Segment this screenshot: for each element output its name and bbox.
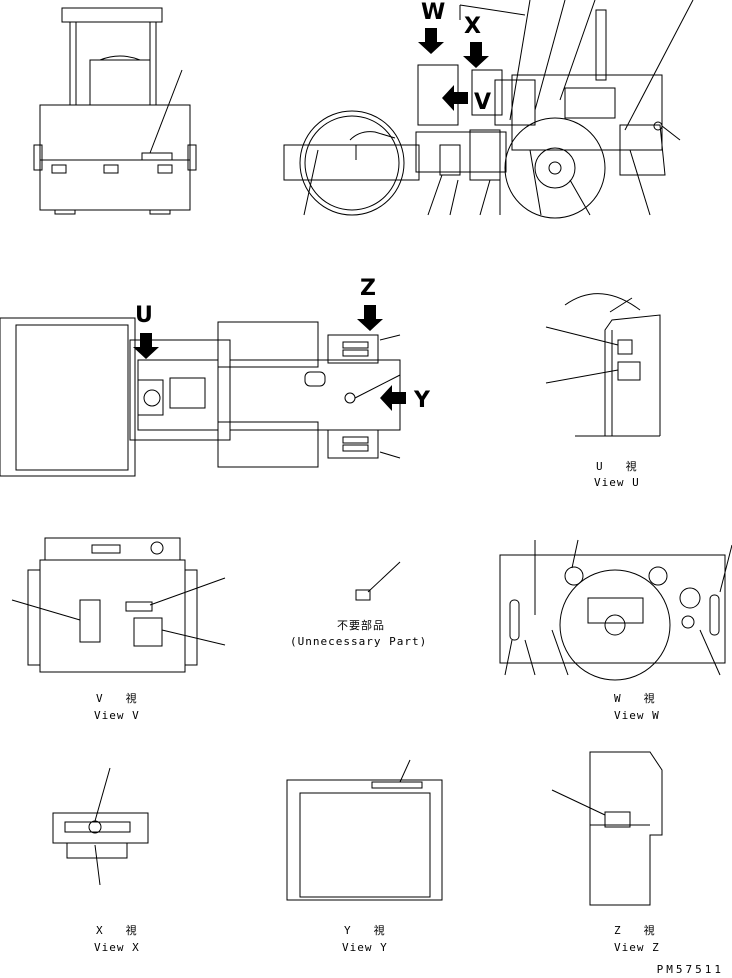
view-w-drawing [500, 540, 732, 680]
arrow-w-icon [418, 28, 444, 54]
arrow-label-y: Y [414, 388, 430, 413]
view-y-caption-jp: Y 視 [344, 924, 391, 937]
part-number: PM57511 [656, 963, 724, 976]
view-u-drawing [546, 294, 660, 436]
arrow-u-icon [133, 333, 159, 359]
view-x-caption-en: View X [94, 941, 140, 954]
side-view-arrows [418, 28, 489, 111]
arrow-label-v: V [474, 90, 492, 115]
view-z-drawing [552, 752, 662, 905]
view-y-caption-en: View Y [342, 941, 388, 954]
view-u-caption-en: View U [594, 476, 640, 489]
view-x-drawing [53, 768, 148, 885]
view-u-caption-jp: U 視 [596, 460, 643, 473]
arrow-label-u: U [135, 303, 153, 328]
top-view [0, 318, 400, 476]
view-y-drawing [287, 760, 442, 900]
arrow-y-icon [380, 385, 406, 411]
legend-jp: 不要部品 [337, 619, 385, 632]
front-view [34, 8, 196, 214]
legend-graphic [356, 562, 400, 600]
view-v-caption-en: View V [94, 709, 140, 722]
top-view-arrows [133, 305, 406, 411]
legend-en: (Unnecessary Part) [290, 635, 428, 648]
arrow-label-w: W [421, 0, 446, 25]
view-w-caption-jp: W 視 [614, 692, 661, 705]
view-z-caption-en: View Z [614, 941, 660, 954]
view-w-caption-en: View W [614, 709, 660, 722]
arrow-v-icon [442, 85, 468, 111]
view-v-caption-jp: V 視 [96, 692, 143, 705]
arrow-z-icon [357, 305, 383, 331]
arrow-x-icon [463, 42, 489, 68]
side-view [284, 0, 693, 218]
view-x-caption-jp: X 視 [96, 924, 143, 937]
view-z-caption-jp: Z 視 [614, 924, 661, 937]
arrow-label-x: X [464, 14, 481, 39]
view-v-drawing [12, 538, 225, 672]
arrow-label-z: Z [360, 276, 376, 301]
